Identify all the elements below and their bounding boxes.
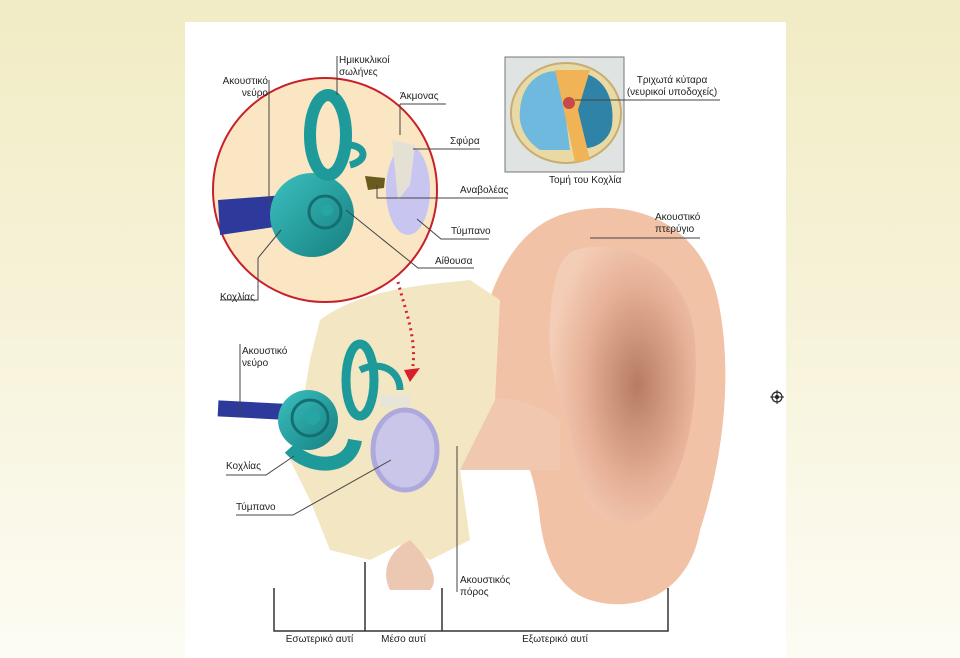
inset-vestibule-label: Αίθουσα xyxy=(435,256,473,267)
arrowhead-icon xyxy=(404,368,420,382)
inset-malleus-label: Σφύρα xyxy=(450,136,480,147)
inset-incus-label: Άκμονας xyxy=(400,91,439,102)
cochlea-main xyxy=(217,339,410,471)
leader-lines xyxy=(220,56,720,592)
outer-ear xyxy=(440,207,726,605)
inner-ear-inset xyxy=(212,77,438,303)
region-bracket xyxy=(273,562,669,632)
cochlea-section-caption: Τομή του Κοχλία xyxy=(549,175,622,186)
inset-stapes-label: Αναβολέας xyxy=(460,185,509,196)
inset-cochlea-label: Κοχλίας xyxy=(220,292,255,303)
eardrum-main xyxy=(370,407,440,493)
outer-ear-region-label: Εξωτερικό αυτί xyxy=(522,634,588,645)
inner-ear-region-label: Εσωτερικό αυτί xyxy=(285,634,354,645)
hair-cells-label: Τριχωτά κύταρα(νευρικοί υποδοχείς) xyxy=(626,75,718,98)
cochlea-label: Κοχλίας xyxy=(226,461,261,472)
middle-ear-region-label: Μέσο αυτί xyxy=(381,634,426,645)
eardrum-label: Τύμπανο xyxy=(236,502,276,513)
cochlea-section xyxy=(504,56,625,173)
crosshair-icon xyxy=(770,390,784,404)
inset-eardrum-label: Τύμπανο xyxy=(451,226,491,237)
